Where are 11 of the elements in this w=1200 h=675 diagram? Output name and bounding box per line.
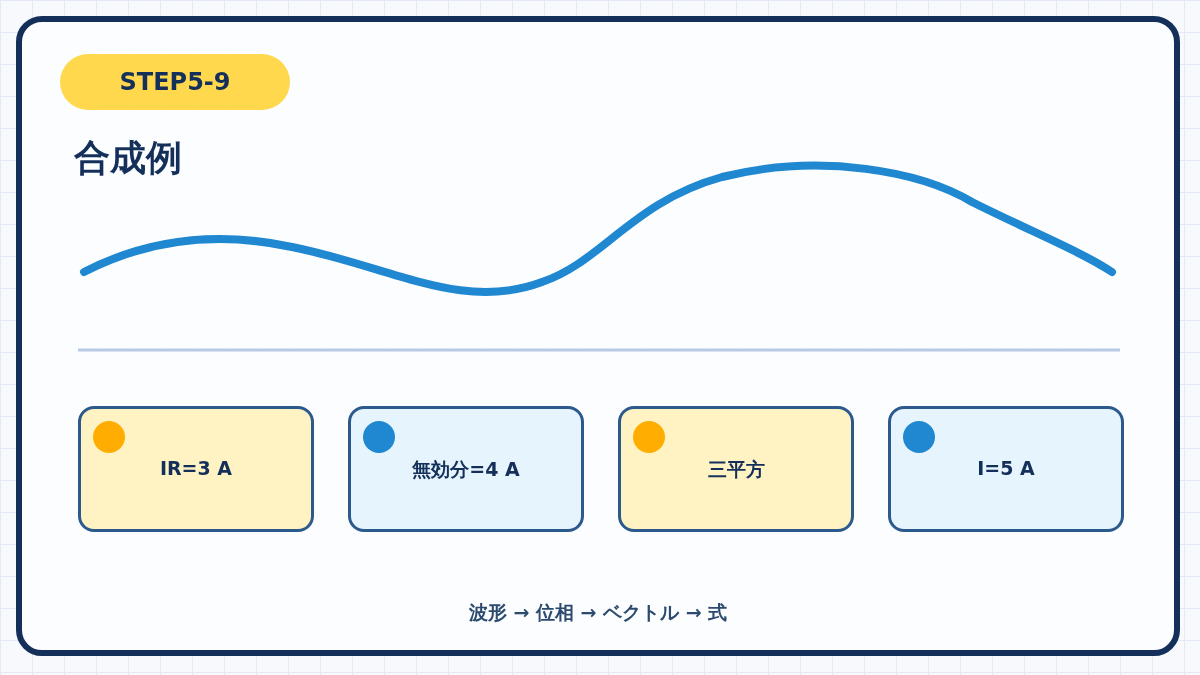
- value-card: [618, 406, 854, 532]
- value-card: [888, 406, 1124, 532]
- caption: 波形 → 位相 → ベクトル → 式: [468, 601, 728, 623]
- card-text: IR=3 A: [158, 457, 234, 479]
- heading: 合成例: [74, 136, 182, 180]
- value-card: [348, 406, 584, 532]
- step-badge: STEP5-9: [60, 54, 290, 110]
- card-text: 無効分=4 A: [411, 457, 521, 482]
- card-text: 三平方: [706, 457, 766, 482]
- value-card: [78, 406, 314, 532]
- card-text: I=5 A: [976, 457, 1036, 479]
